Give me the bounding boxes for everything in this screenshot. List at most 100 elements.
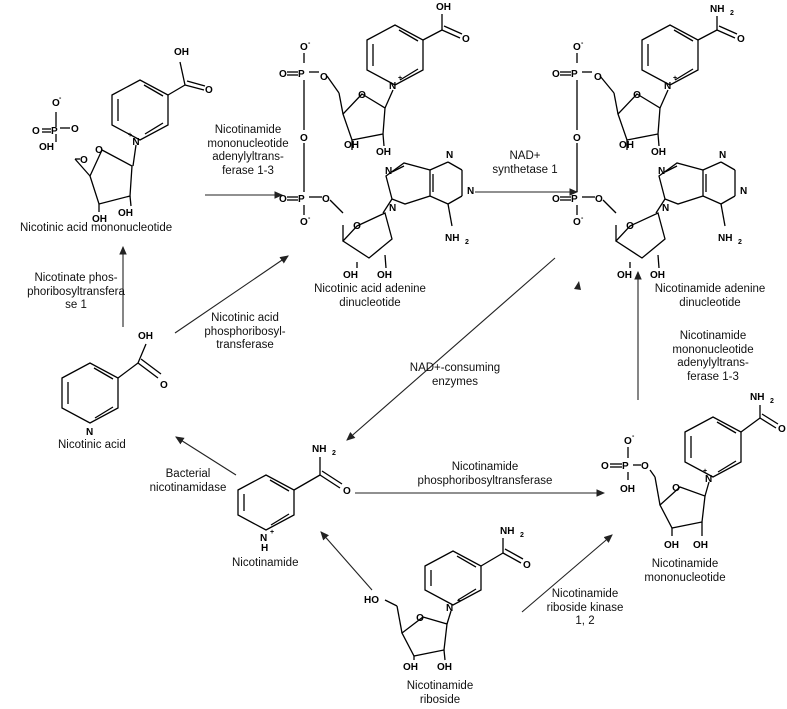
- label-nicotinic-acid-text: Nicotinic acid: [58, 439, 126, 451]
- svg-text:OH: OH: [651, 147, 666, 158]
- svg-text:O: O: [595, 194, 603, 205]
- svg-text:NH: NH: [750, 392, 764, 403]
- svg-text:OH: OH: [343, 270, 358, 281]
- enzyme-naprt2: Nicotinic acid phosphoribosyl- transfera…: [180, 312, 310, 353]
- structure-naad: OH O N + O O O - O P O O P O O - O OH OH…: [279, 2, 474, 281]
- enzyme-nad-consuming: NAD+-consuming enzymes: [390, 362, 520, 389]
- enzyme-nmnat-right-line3: adenylyltrans-: [677, 357, 749, 369]
- label-nmn-line1: Nicotinamide: [651, 558, 719, 570]
- svg-text:N: N: [446, 150, 453, 161]
- svg-text:O: O: [594, 72, 602, 83]
- svg-text:N: N: [389, 81, 396, 92]
- svg-text:O: O: [343, 486, 351, 497]
- arrow-na-to-naad: [174, 255, 289, 334]
- svg-text:O: O: [523, 560, 531, 571]
- svg-text:NH: NH: [500, 526, 514, 537]
- svg-text:O: O: [71, 124, 79, 135]
- svg-text:N: N: [446, 603, 453, 614]
- svg-text:NH: NH: [710, 4, 724, 15]
- svg-text:N: N: [389, 203, 396, 214]
- enzyme-naprt-line3: se 1: [65, 299, 87, 311]
- svg-text:P: P: [571, 194, 578, 205]
- structure-nmn: NH 2 O N + O O O - O P OH OH OH: [601, 392, 786, 551]
- svg-text:OH: OH: [617, 270, 632, 281]
- enzyme-naprt2-line1: Nicotinic acid: [211, 312, 279, 324]
- svg-text:HO: HO: [364, 595, 379, 606]
- enzyme-pnc: Bacterial nicotinamidase: [138, 468, 238, 495]
- structure-namn: OH O N + O O OH OH O - O P O OH: [32, 47, 213, 225]
- reaction-arrows: [119, 188, 642, 613]
- svg-text:O: O: [624, 436, 632, 447]
- svg-text:OH: OH: [138, 331, 153, 342]
- enzyme-naprt: Nicotinate phos- phoribosyltransfera se …: [16, 272, 136, 313]
- svg-text:P: P: [298, 194, 305, 205]
- enzyme-naprt-line1: Nicotinate phos-: [34, 272, 118, 284]
- svg-text:H: H: [261, 543, 268, 554]
- svg-text:+: +: [703, 468, 707, 475]
- svg-text:P: P: [298, 69, 305, 80]
- svg-text:P: P: [571, 69, 578, 80]
- enzyme-nads-line2: synthetase 1: [492, 163, 558, 176]
- structure-nr: NH 2 O N + O HO OH OH: [364, 526, 531, 673]
- svg-text:O: O: [322, 194, 330, 205]
- svg-text:O: O: [353, 221, 361, 232]
- svg-text:N: N: [132, 137, 139, 148]
- svg-text:OH: OH: [620, 484, 635, 495]
- svg-text:P: P: [51, 126, 58, 137]
- svg-text:OH: OH: [650, 270, 665, 281]
- enzyme-pnc-line2: nicotinamidase: [149, 481, 227, 494]
- svg-text:OH: OH: [118, 208, 133, 219]
- svg-text:O: O: [300, 133, 308, 144]
- stray-arrowhead: [574, 281, 581, 290]
- svg-text:O: O: [300, 42, 308, 53]
- svg-text:O: O: [279, 194, 287, 205]
- svg-text:O: O: [80, 155, 88, 166]
- label-nicotinamide-text: Nicotinamide: [232, 557, 299, 569]
- svg-text:O: O: [320, 72, 328, 83]
- svg-text:2: 2: [465, 239, 469, 246]
- enzyme-nmnat-top: Nicotinamide mononucleotide adenylyltran…: [193, 124, 303, 178]
- svg-text:OH: OH: [619, 140, 634, 151]
- enzyme-nads-line1: NAD+: [509, 150, 541, 162]
- structure-nicotinic-acid: OH O N: [61, 331, 168, 438]
- svg-text:-: -: [308, 40, 311, 47]
- svg-text:N: N: [467, 186, 474, 197]
- svg-text:O: O: [737, 34, 745, 45]
- arrow-nr-to-nmn: [521, 534, 613, 613]
- label-nad-line1: Nicotinamide adenine: [654, 283, 766, 295]
- arrow-nr-to-nam: [320, 531, 373, 591]
- enzyme-nampt-line1: Nicotinamide: [451, 461, 519, 473]
- svg-text:OH: OH: [436, 2, 451, 13]
- label-nr-line1: Nicotinamide: [406, 680, 474, 692]
- label-naad: Nicotinic acid adenine dinucleotide: [280, 283, 460, 310]
- svg-text:N: N: [260, 533, 267, 544]
- enzyme-nmnat-top-line1: Nicotinamide: [214, 124, 282, 136]
- svg-text:OH: OH: [344, 140, 359, 151]
- label-nad: Nicotinamide adenine dinucleotide: [640, 283, 780, 310]
- structure-nad: NH 2 O N + O O O - O P O O P O O - O OH …: [552, 4, 747, 281]
- enzyme-nmnat-top-line3: adenylyltrans-: [212, 151, 284, 163]
- enzyme-nampt-line2: phosphoribosyltransferase: [417, 474, 553, 487]
- enzyme-naprt2-line3: transferase: [216, 339, 274, 351]
- svg-text:N: N: [385, 166, 392, 177]
- svg-text:OH: OH: [693, 540, 708, 551]
- svg-text:O: O: [416, 613, 424, 624]
- enzyme-nad-consuming-line2: enzymes: [431, 375, 479, 388]
- svg-text:OH: OH: [403, 662, 418, 673]
- svg-text:+: +: [457, 598, 461, 605]
- svg-text:O: O: [552, 69, 560, 80]
- svg-text:N: N: [662, 203, 669, 214]
- svg-text:O: O: [633, 90, 641, 101]
- label-nr: Nicotinamide riboside: [390, 680, 490, 707]
- label-nr-line2: riboside: [419, 693, 461, 706]
- svg-text:O: O: [32, 126, 40, 137]
- svg-text:O: O: [279, 69, 287, 80]
- enzyme-nmnat-top-line2: mononucleotide: [207, 137, 289, 150]
- svg-text:-: -: [581, 215, 584, 222]
- svg-text:-: -: [632, 433, 635, 440]
- enzyme-nads: NAD+ synthetase 1: [470, 150, 580, 177]
- svg-text:O: O: [358, 90, 366, 101]
- enzyme-nrk-line2: riboside kinase: [546, 601, 624, 614]
- enzyme-nrk: Nicotinamide riboside kinase 1, 2: [530, 588, 640, 629]
